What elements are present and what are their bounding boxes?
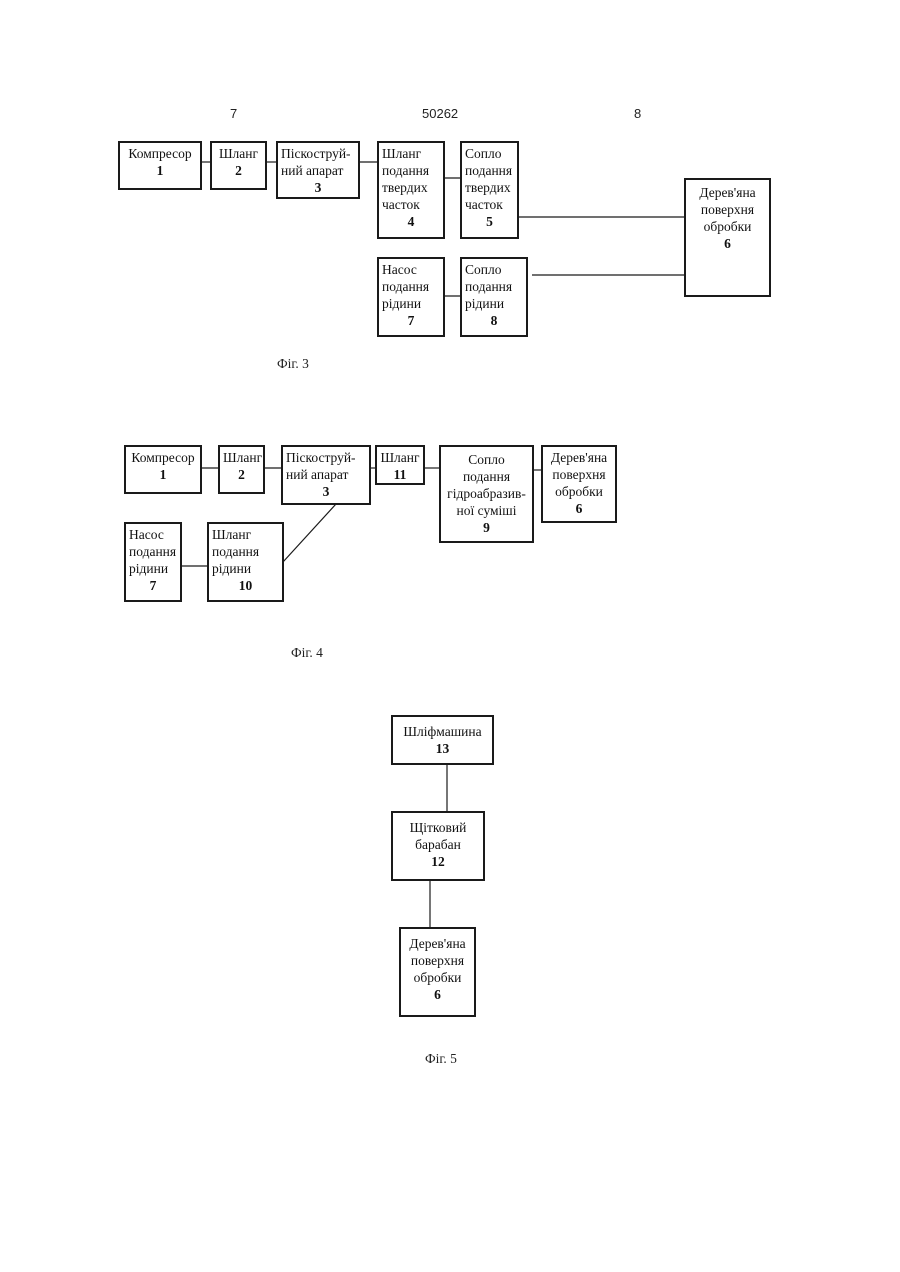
fig3-pump-number: 7 [382, 312, 440, 329]
fig4-compressor-label: Компресор [129, 449, 197, 466]
fig3-hose-box: Шланг 2 [210, 141, 267, 190]
fig4-compressor-box: Компресор 1 [124, 445, 202, 494]
fig4-liquid-hose-box: Шланг подання рідини 10 [207, 522, 284, 602]
fig3-hose-number: 2 [215, 162, 262, 179]
fig3-solid-nozzle-label: Сопло подання твердих часток [465, 145, 514, 213]
fig4-hose11-number: 11 [380, 466, 420, 483]
fig3-compressor-label: Компресор [123, 145, 197, 162]
fig4-mix-nozzle-number: 9 [444, 519, 529, 536]
fig3-solid-hose-box: Шланг подання твердих часток 4 [377, 141, 445, 239]
fig3-solid-nozzle-number: 5 [465, 213, 514, 230]
fig3-solid-nozzle-box: Сопло подання твердих часток 5 [460, 141, 519, 239]
fig5-caption: Фіг. 5 [425, 1051, 457, 1067]
fig3-caption: Фіг. 3 [277, 356, 309, 372]
fig5-wood-surface-number: 6 [404, 986, 471, 1003]
fig3-compressor-box: Компресор 1 [118, 141, 202, 190]
fig3-compressor-number: 1 [123, 162, 197, 179]
fig5-grinder-number: 13 [396, 740, 489, 757]
fig4-pump-box: Насос подання рідини 7 [124, 522, 182, 602]
fig3-wood-surface-box: Дерев'яна поверхня обробки 6 [684, 178, 771, 297]
fig3-sandblaster-number: 3 [281, 179, 355, 196]
fig4-pump-number: 7 [129, 577, 177, 594]
fig4-sandblaster-number: 3 [286, 483, 366, 500]
fig5-grinder-box: Шліфмашина 13 [391, 715, 494, 765]
fig5-wood-surface-label: Дерев'яна поверхня обробки [404, 935, 471, 986]
fig5-brush-drum-box: Щітковий барабан 12 [391, 811, 485, 881]
fig3-wood-surface-number: 6 [689, 235, 766, 252]
fig3-hose-label: Шланг [215, 145, 262, 162]
fig4-hose-label: Шланг [223, 449, 260, 466]
fig4-liquid-hose-label: Шланг подання рідини [212, 526, 279, 577]
fig5-brush-drum-number: 12 [396, 853, 480, 870]
fig4-sandblaster-box: Піскоструй- ний апарат 3 [281, 445, 371, 505]
fig4-hose-box: Шланг 2 [218, 445, 265, 494]
fig3-solid-hose-number: 4 [382, 213, 440, 230]
fig4-mix-nozzle-box: Сопло подання гідроабразив- ної суміші 9 [439, 445, 534, 543]
fig5-wood-surface-box: Дерев'яна поверхня обробки 6 [399, 927, 476, 1017]
fig4-sandblaster-label: Піскоструй- ний апарат [286, 449, 366, 483]
fig3-pump-label: Насос подання рідини [382, 261, 440, 312]
fig3-solid-hose-label: Шланг подання твердих часток [382, 145, 440, 213]
fig4-wood-surface-number: 6 [546, 500, 612, 517]
fig4-wood-surface-box: Дерев'яна поверхня обробки 6 [541, 445, 617, 523]
fig4-hose11-box: Шланг 11 [375, 445, 425, 485]
fig4-caption: Фіг. 4 [291, 645, 323, 661]
fig3-pump-box: Насос подання рідини 7 [377, 257, 445, 337]
fig3-liquid-nozzle-label: Сопло подання рідини [465, 261, 523, 312]
fig5-grinder-label: Шліфмашина [396, 723, 489, 740]
fig4-mix-nozzle-label: Сопло подання гідроабразив- ної суміші [444, 451, 529, 519]
fig4-pump-label: Насос подання рідини [129, 526, 177, 577]
fig4-hose-number: 2 [223, 466, 260, 483]
fig3-wood-surface-label: Дерев'яна поверхня обробки [689, 184, 766, 235]
fig5-brush-drum-label: Щітковий барабан [396, 819, 480, 853]
fig4-wood-surface-label: Дерев'яна поверхня обробки [546, 449, 612, 500]
fig4-hose11-label: Шланг [380, 449, 420, 466]
fig3-liquid-nozzle-box: Сопло подання рідини 8 [460, 257, 528, 337]
fig4-link-liquidhose-sandblaster [283, 504, 336, 562]
fig3-sandblaster-label: Піскоструй- ний апарат [281, 145, 355, 179]
fig4-compressor-number: 1 [129, 466, 197, 483]
fig3-sandblaster-box: Піскоструй- ний апарат 3 [276, 141, 360, 199]
fig3-liquid-nozzle-number: 8 [465, 312, 523, 329]
fig4-liquid-hose-number: 10 [212, 577, 279, 594]
